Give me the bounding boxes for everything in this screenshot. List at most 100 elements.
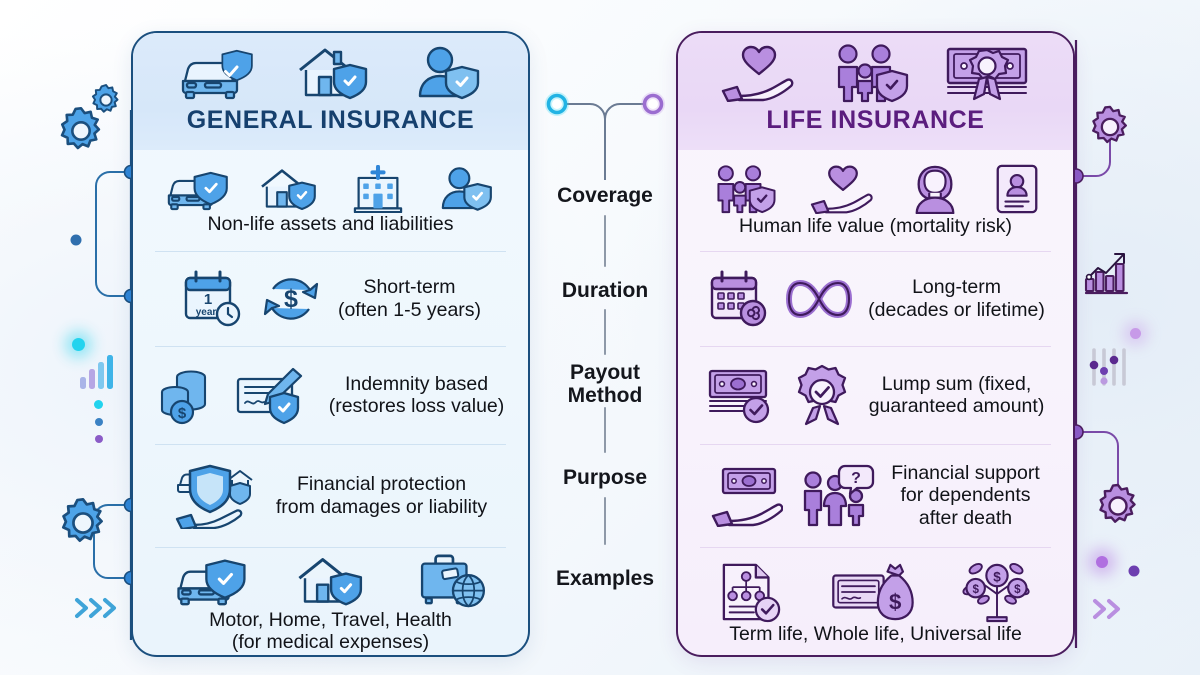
- general-payout-content: $ Indemnity based (restores lo: [149, 364, 512, 426]
- life-payout-text: Lump sum (fixed, guaranteed amount): [869, 373, 1045, 417]
- life-purpose-content: ? Financial support for dependents after…: [694, 462, 1057, 529]
- policy-document-check-icon: [722, 563, 781, 623]
- accent-dot-cyan: [94, 400, 103, 409]
- general-examples-text: Motor, Home, Travel, Health (for medical…: [209, 609, 452, 653]
- center-label-payout-line1: Payout: [569, 361, 640, 384]
- general-examples-line1: Motor, Home, Travel, Health: [209, 608, 452, 631]
- house-shield-icon: [298, 557, 363, 606]
- rosette-check-icon: [797, 364, 846, 426]
- center-label-purpose: Purpose: [562, 466, 648, 489]
- calendar-1-year-clock-icon: 1 year: [184, 270, 241, 326]
- cheque-pen-shield-icon: [236, 367, 302, 425]
- life-purpose-text: Financial support for dependents after d…: [891, 462, 1040, 529]
- general-purpose-text: Financial protection from damages or lia…: [276, 473, 487, 517]
- family-shield-icon: [717, 165, 776, 214]
- money-tree-icon: $ $ $: [962, 562, 1030, 622]
- family-shield-icon: [838, 44, 909, 103]
- house-shield-icon: [299, 48, 368, 100]
- general-examples-line2: (for medical expenses): [231, 631, 430, 653]
- family-question-icon: ?: [804, 464, 875, 526]
- general-row-payout: $ Indemnity based (restores lo: [133, 346, 528, 444]
- general-purpose-line1: Financial protection: [296, 473, 467, 496]
- hand-shield-car-house-icon: [175, 464, 253, 529]
- general-header-icon-row: [133, 42, 528, 104]
- refresh-dollar-icon: $: [263, 277, 319, 320]
- svg-text:$: $: [284, 285, 298, 313]
- life-payout-content: Lump sum (fixed, guaranteed amount): [694, 364, 1057, 426]
- svg-text:$: $: [1014, 583, 1021, 596]
- life-row-coverage: Human life value (mortality risk): [678, 150, 1073, 251]
- car-shield-icon: [167, 172, 228, 211]
- life-header-icon-row: [678, 42, 1073, 104]
- center-labels: Coverage Duration Payout Method Purpose …: [535, 90, 675, 620]
- life-examples-icons: $: [694, 561, 1057, 623]
- general-panel-title: GENERAL INSURANCE: [186, 106, 475, 134]
- svg-text:?: ?: [851, 470, 861, 487]
- chevrons-right-icon: [75, 598, 116, 618]
- general-row-purpose: Financial protection from damages or lia…: [133, 444, 528, 547]
- woman-portrait-icon: [915, 166, 955, 215]
- gear-icon: [61, 498, 103, 543]
- general-coverage-icons: [149, 165, 512, 214]
- car-shield-icon: [177, 559, 246, 606]
- general-coverage-text: Non-life assets and liabilities: [207, 213, 454, 236]
- general-row-examples: Motor, Home, Travel, Health (for medical…: [133, 547, 528, 655]
- svg-text:$: $: [890, 589, 903, 614]
- life-payout-line2: guaranteed amount): [868, 395, 1045, 417]
- general-payout-line2: (restores loss value): [328, 395, 505, 417]
- center-label-duration: Duration: [561, 279, 649, 302]
- general-payout-line1: Indemnity based: [344, 372, 489, 395]
- glow-dot: [72, 338, 85, 351]
- glow-dot: [1096, 556, 1108, 568]
- svg-text:$: $: [972, 583, 979, 596]
- accent-dot-purple: [95, 435, 103, 443]
- center-label-examples: Examples: [555, 567, 655, 590]
- life-purpose-line1: Financial support: [891, 462, 1040, 485]
- general-duration-text: Short-term (often 1-5 years): [338, 276, 481, 320]
- house-shield-icon: [260, 169, 316, 211]
- life-insurance-panel: LIFE INSURANCE: [676, 31, 1075, 657]
- life-duration-content: Long-term (decades or lifetime): [694, 268, 1057, 330]
- right-decorations: [1068, 40, 1140, 648]
- gear-icon: [1099, 483, 1136, 523]
- general-duration-content: 1 year $ Short-term (often 1-5 years): [149, 268, 512, 330]
- general-examples-icons: [149, 553, 512, 609]
- general-row-duration: 1 year $ Short-term (often 1-5 years): [133, 251, 528, 346]
- center-connector: [545, 92, 665, 545]
- gear-large-icon: [60, 106, 101, 150]
- life-panel-title: LIFE INSURANCE: [766, 106, 985, 134]
- svg-text:$: $: [178, 405, 187, 422]
- gear-small-icon: [91, 84, 119, 113]
- general-payout-text: Indemnity based (restores loss value): [329, 373, 505, 417]
- coin-stack-dollar-icon: $: [160, 370, 206, 425]
- life-panel-header: LIFE INSURANCE: [678, 33, 1073, 150]
- gear-icon: [1092, 105, 1127, 144]
- general-purpose-content: Financial protection from damages or lia…: [149, 463, 512, 529]
- banknote-check-icon: [708, 369, 769, 424]
- life-duration-line2: (decades or lifetime): [868, 298, 1045, 321]
- life-coverage-icons: [694, 163, 1057, 215]
- general-duration-line2: (often 1-5 years): [337, 298, 482, 321]
- life-payout-line1: Lump sum (fixed,: [881, 372, 1032, 395]
- cheque-money-bag-icon: $: [832, 563, 915, 621]
- chevrons-right-icon: [1093, 599, 1120, 619]
- hand-heart-icon: [810, 165, 873, 215]
- bar-chart-icon: [80, 355, 113, 389]
- general-panel-header: GENERAL INSURANCE: [133, 33, 528, 150]
- person-shield-icon: [418, 46, 480, 100]
- svg-text:1: 1: [204, 291, 212, 308]
- life-row-payout: Lump sum (fixed, guaranteed amount): [678, 346, 1073, 444]
- general-purpose-line2: from damages or liability: [275, 495, 488, 518]
- id-card-icon: [996, 165, 1038, 214]
- life-coverage-text: Human life value (mortality risk): [738, 215, 1013, 238]
- hospital-icon: [354, 165, 403, 214]
- life-row-examples: $: [678, 547, 1073, 655]
- life-purpose-line2: for dependents: [900, 484, 1031, 507]
- calendar-infinity-icon: [710, 270, 767, 326]
- person-shield-icon: [441, 167, 493, 212]
- general-insurance-panel: GENERAL INSURANCE: [131, 31, 530, 657]
- svg-text:year: year: [196, 307, 217, 318]
- infinity-icon: [786, 279, 853, 318]
- life-duration-text: Long-term (decades or lifetime): [868, 276, 1045, 320]
